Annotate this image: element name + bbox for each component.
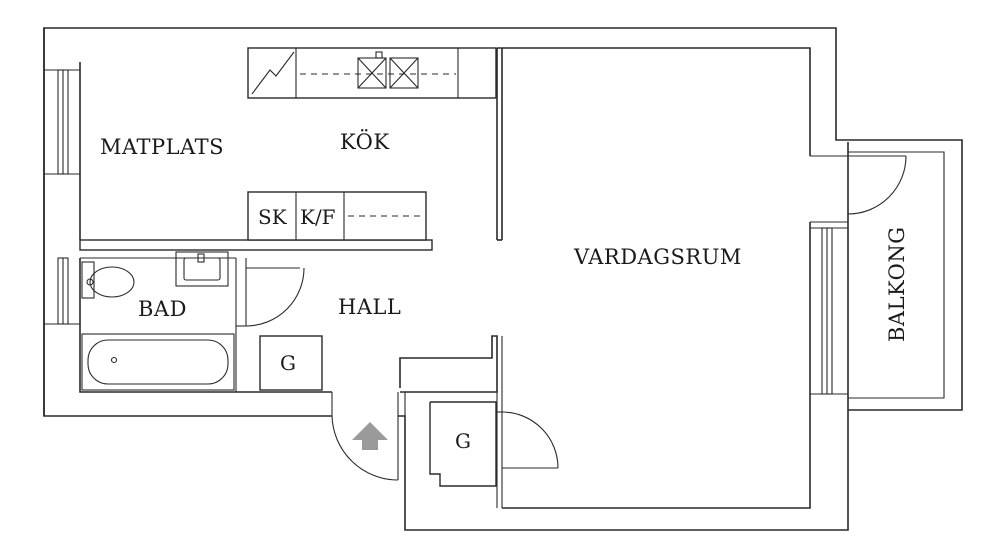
bathtub [81,333,235,391]
room-label-vardagsrum: VARDAGSRUM [573,245,742,269]
fixture-label-garderob-vardagsrum: G [455,429,471,453]
entrance-arrow-icon [352,422,388,450]
wardrobe-hall [259,335,323,391]
balcony [810,139,963,411]
kitchen-counter-top [247,47,497,99]
wardrobe-vardagsrum [429,401,559,487]
window-vardagsrum [810,227,848,395]
room-label-matplats: MATPLATS [100,135,224,159]
window-matplats [44,69,80,175]
kitchen-counter-bottom [247,191,427,241]
room-label-hall: HALL [338,295,401,319]
washbasin [175,251,229,287]
fixture-label-kf: K/F [300,205,336,229]
outer-walls [43,27,849,531]
window-bad [44,257,80,325]
interior-walls [79,48,503,508]
fixture-label-garderob-hall: G [280,351,296,375]
room-label-bad: BAD [138,297,187,321]
fixture-label-sk: SK [258,205,288,229]
entrance-door [331,392,399,481]
room-label-balkong: BALKONG [885,226,909,342]
toilet [81,261,135,299]
room-label-kok: KÖK [340,129,390,154]
